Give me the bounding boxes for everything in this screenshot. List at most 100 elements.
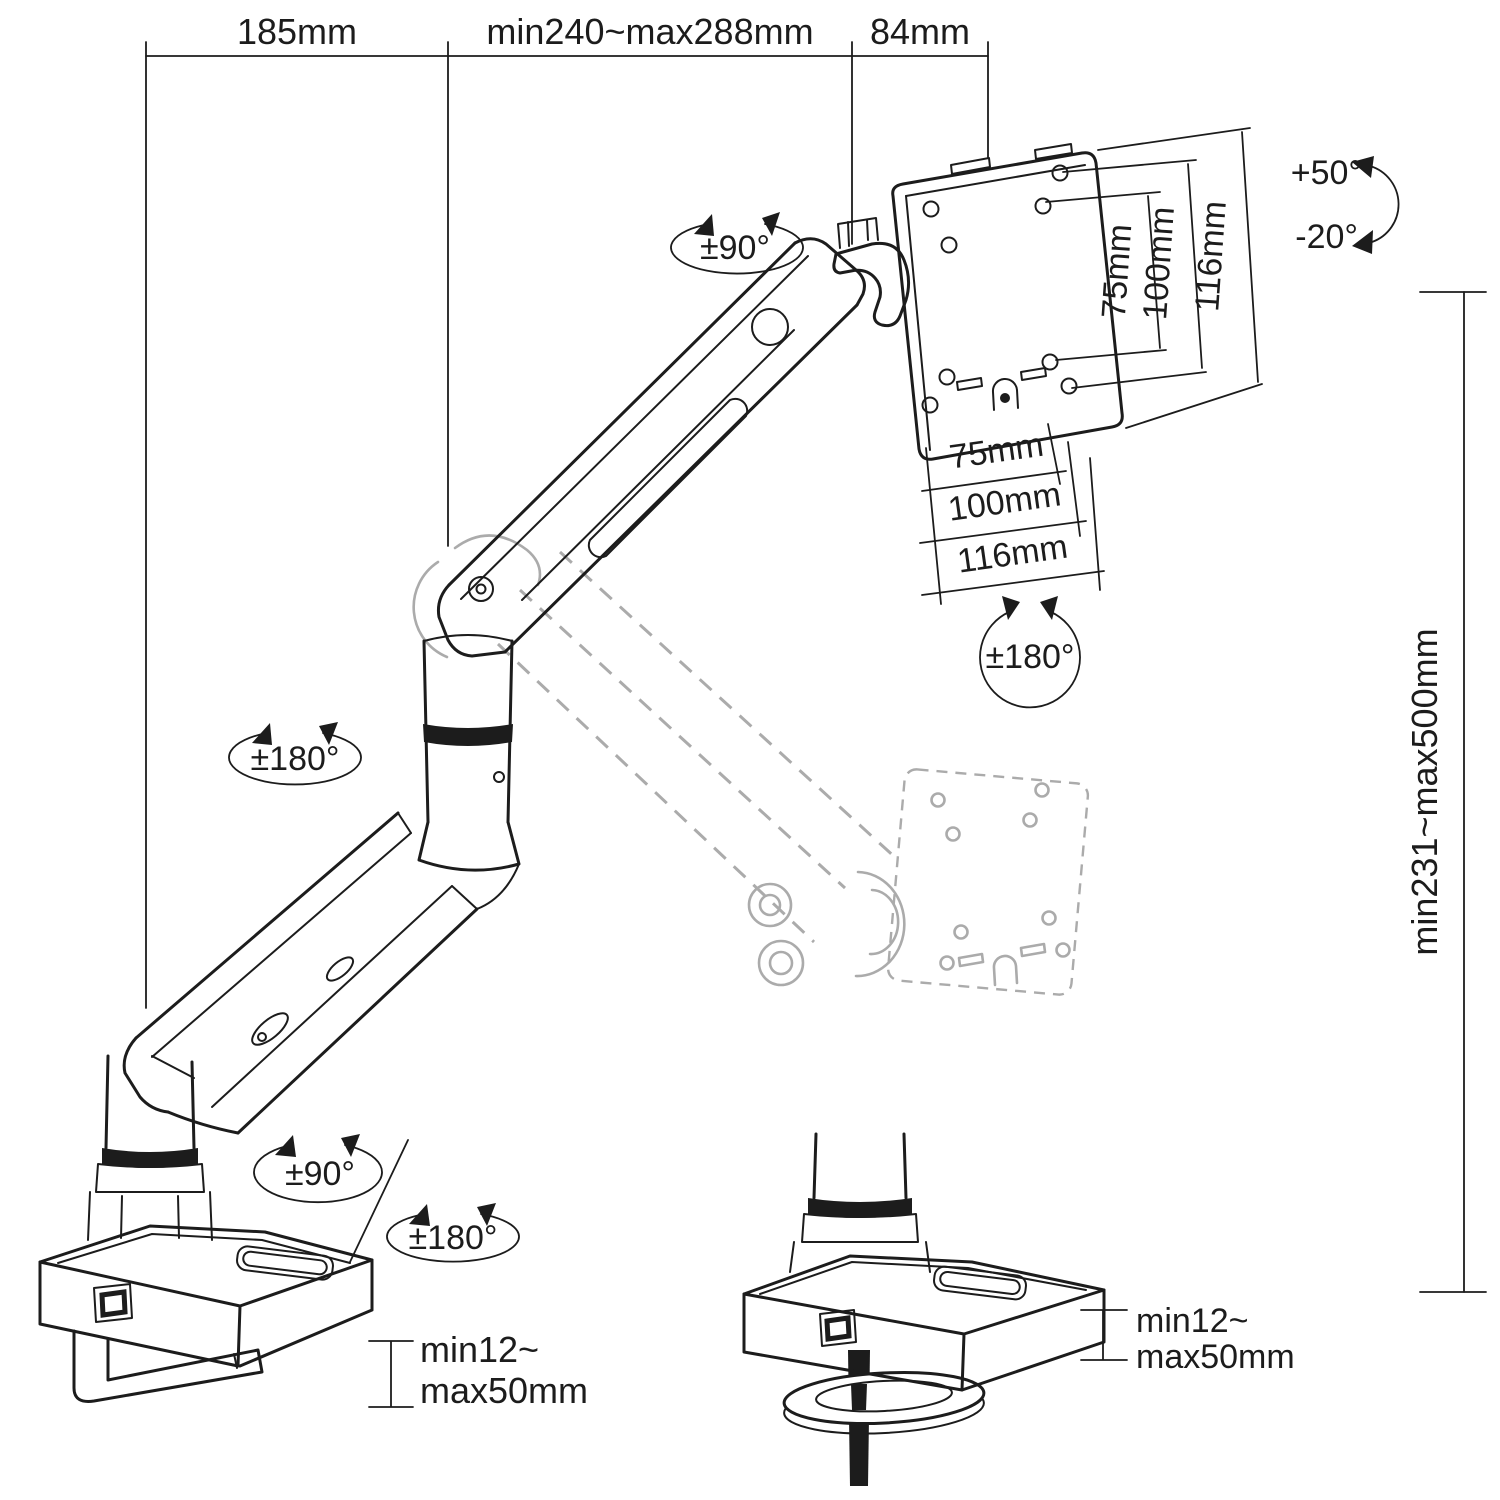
vesa-plate-holes [921,164,1078,414]
dim-label-185mm: 185mm [237,11,357,52]
vesa-plate-outline [891,151,1124,461]
elbow-bolt-outer [468,576,494,602]
grommet-button-outer [819,1309,857,1347]
lower-arm-bottom-edge [236,907,479,1135]
lower-arm-bottom-left [166,1110,240,1135]
vesa-side-dimline-100 [1187,163,1203,369]
tilt-annotation: +50° -20° [1291,154,1400,256]
clamp-lip [233,1353,238,1369]
lower-arm [122,811,520,1135]
vesa-bottom-ext-left [925,447,942,605]
rotation-elbow-arrow-left [252,723,272,745]
vesa-slot-right [1020,367,1047,381]
upper-arm-chamfer-edge [460,255,809,600]
base-button-outer [93,1283,133,1323]
rotation-base180-arrow-right [477,1203,496,1226]
base-pole-black-ring [102,1148,198,1168]
vesa-plate-tab-1 [950,157,991,175]
rotation-base90-arrow-left [275,1135,296,1157]
vesa-side-label-116: 116mm [1188,200,1234,313]
rotation-elbow: ±180° [228,722,362,786]
grommet-top-rim [759,1261,1087,1295]
upper-arm-seam [521,329,795,601]
ghost-arm-lowered-position [412,534,1090,996]
vesa-keyhole [991,378,1019,411]
lower-arm-chamfer [151,832,412,1058]
grommet-pole-black-ring [808,1198,912,1218]
vesa-side-label-75: 75mm [1095,223,1139,320]
upper-arm-tail-cap [437,583,507,658]
base-slot-outer [236,1245,334,1281]
head-hook [832,241,911,328]
upper-arm-hole [751,308,789,346]
vesa-bottom-dimensions: 75mm 100mm 116mm [919,423,1105,605]
vesa-side-dimline-116 [1241,131,1259,383]
clamp-c-bracket [72,1329,264,1403]
elbow-post-bolt [493,771,505,783]
vesa-bottom-label-75: 75mm [947,426,1046,477]
lower-arm-inner-wall [211,885,453,1108]
rotation-elbow-arrow-right [319,722,338,745]
vesa-slot-left [956,377,983,391]
ghost-hook-outer [854,870,906,978]
vesa-side-dimensions: 75mm 100mm 116mm [1045,127,1263,429]
grommet-top-face [742,1254,1106,1336]
rotation-base-rotate: ±180° [349,1139,520,1263]
base-top-rim [57,1233,351,1264]
tilt-label-down: -20° [1295,218,1358,256]
head-swivel-block [837,217,879,249]
elbow-bolt-inner [475,583,487,595]
rotation-vesa-label: ±180° [986,638,1075,676]
rotation-base180-ellipse [386,1213,520,1263]
clamp-left-label-line1: min12~ [420,1329,539,1370]
dim-label-height-range: min231~max500mm [1404,628,1445,955]
rotation-elbow-label: ±180° [251,740,340,778]
ghost-arm-edge-upper [558,550,900,862]
ghost-arm-edge-top [518,588,847,890]
rotation-base90-ellipse [253,1144,383,1204]
vesa-bottom-ext-r1 [1047,423,1061,485]
base-slot-inner [242,1250,328,1276]
vesa-plate-top-thickness [905,164,1086,197]
head-joint [832,217,911,328]
height-dimension: min231~max500mm [1404,291,1487,1293]
grommet-right-face [960,1288,1106,1392]
rotation-vesa-arrow-left [1002,596,1020,620]
grommet-collar-1 [801,1213,919,1243]
clamp-right-label-line1: min12~ [1136,1302,1248,1340]
ghost-joint2-circle-outer [757,939,805,987]
top-dimension: 185mm min240~max288mm 84mm [145,11,989,1009]
elbow-post [417,634,521,872]
ghost-elbow-arc [412,560,449,659]
rotation-elbow-ellipse [228,732,362,786]
lower-arm-gusset [151,1055,195,1079]
tilt-arrow-down [1352,230,1373,254]
ghost-slot-right [1019,942,1047,958]
ghost-joint2-circle-inner [768,950,794,976]
vesa-bottom-label-100: 100mm [946,475,1064,528]
base-right-face [238,1258,374,1368]
upper-arm-top-edge [447,241,797,587]
tilt-arrow-up [1352,156,1374,178]
upper-arm [437,237,866,658]
lower-arm-right-join [397,812,520,910]
rotation-base180-label: ±180° [409,1219,498,1257]
base-clamp [38,1054,374,1403]
rotation-vesa: ±180° [979,596,1081,709]
ghost-arm-edge-bottom [496,642,816,944]
clamp-left-bracket [368,1340,414,1408]
rotation-base90-arrow-right [341,1134,360,1157]
grommet-base [742,1132,1106,1486]
elbow-post-flare [417,820,521,872]
rotation-head: ±90° [670,212,804,275]
rotation-vesa-circle [979,611,1081,709]
ghost-vesa-plate [886,768,1090,996]
grommet-front-face [742,1292,966,1392]
vesa-plate-left-thickness [905,195,931,451]
base-collar-1 [95,1163,205,1193]
lower-arm-oval-detail [257,1032,267,1042]
ghost-vesa-holes [930,782,1071,971]
upper-arm-spring-slot [587,397,749,559]
